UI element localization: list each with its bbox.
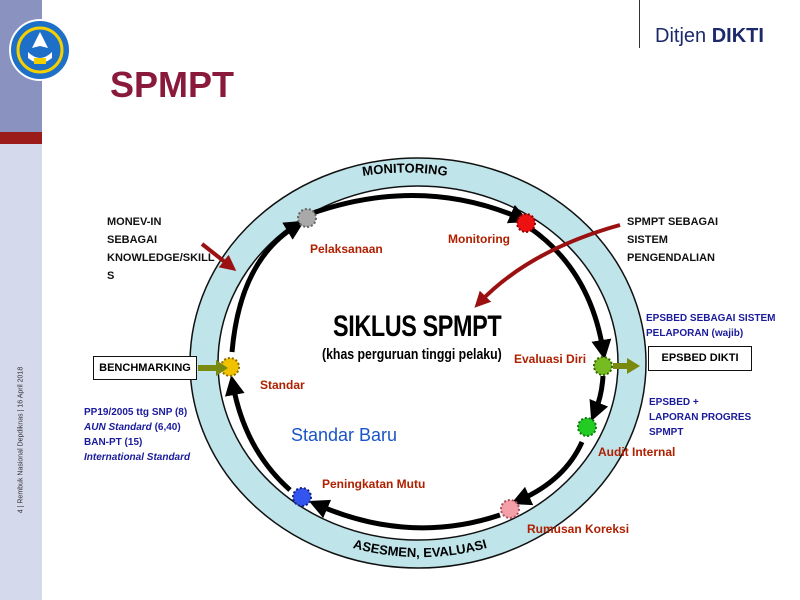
epsbed-dikti-box: EPSBED DIKTI bbox=[648, 346, 752, 371]
cycle-arrow-right-upper bbox=[528, 225, 612, 360]
header-divider bbox=[639, 0, 640, 48]
epsbed-note-line: EPSBED SEBAGAI SISTEM bbox=[646, 313, 776, 324]
node-monitoring bbox=[516, 213, 536, 233]
brand-name: DIKTI bbox=[711, 25, 764, 47]
node-audit-internal bbox=[577, 417, 597, 437]
epsbed-laporan-note: EPSBED + LAPORAN PROGRES SPMPT bbox=[649, 395, 751, 440]
benchmarking-box: BENCHMARKING bbox=[93, 356, 197, 380]
label-pelaksanaan: Pelaksanaan bbox=[310, 242, 383, 256]
center-subtitle: (khas perguruan tinggi pelaku) bbox=[322, 346, 502, 363]
center-title: SIKLUS SPMPT bbox=[333, 310, 502, 343]
label-evaluasi-diri: Evaluasi Diri bbox=[514, 352, 587, 366]
node-evaluasi-diri bbox=[593, 356, 613, 376]
cycle-arrow-bottom bbox=[308, 499, 501, 531]
label-audit-internal: Audit Internal bbox=[598, 445, 676, 459]
standard-aun-em: AUN Standard bbox=[84, 422, 152, 433]
spmpt-note-line: SISTEM bbox=[627, 234, 668, 246]
monev-in-line: MONEV-IN bbox=[107, 216, 162, 228]
brand-wordmark: Ditjen DIKTI bbox=[655, 25, 764, 48]
node-peningkatan-mutu bbox=[292, 487, 312, 507]
monev-in-note: MONEV-IN SEBAGAI KNOWLEDGE/SKILL S bbox=[107, 213, 215, 285]
monev-in-line: SEBAGAI bbox=[107, 234, 158, 246]
arrow-benchmarking-head bbox=[216, 360, 228, 376]
sidebar-red-band bbox=[0, 132, 42, 144]
cycle-arrow-bottom-right bbox=[510, 440, 585, 506]
standard-international: International Standard bbox=[84, 452, 191, 463]
label-peningkatan-mutu: Peningkatan Mutu bbox=[322, 477, 426, 491]
monev-in-line: S bbox=[107, 270, 115, 282]
standard-aun: AUN Standard (6,40) bbox=[84, 420, 190, 435]
epsbed-note-line: EPSBED + bbox=[649, 397, 699, 408]
monev-in-line: KNOWLEDGE/SKILL bbox=[107, 252, 215, 264]
standard-pp19: PP19/2005 ttg SNP (8) bbox=[84, 407, 188, 418]
label-monitoring: Monitoring bbox=[448, 232, 510, 246]
epsbed-note-line: LAPORAN PROGRES bbox=[649, 412, 752, 423]
center-note: Standar Baru bbox=[291, 425, 398, 445]
brand-prefix: Ditjen bbox=[655, 25, 707, 47]
epsbed-pelaporan-note: EPSBED SEBAGAI SISTEM PELAPORAN (wajib) bbox=[646, 311, 775, 341]
epsbed-note-line: PELAPORAN (wajib) bbox=[646, 328, 744, 339]
cycle-arrow-right-lower bbox=[589, 375, 609, 422]
node-rumusan-koreksi bbox=[500, 499, 520, 519]
arrow-epsbed-head bbox=[627, 358, 640, 374]
spmpt-note-line: PENGENDALIAN bbox=[627, 252, 716, 264]
spmpt-pengendalian-note: SPMPT SEBAGAI SISTEM PENGENDALIAN bbox=[627, 213, 718, 267]
cycle-arrow-top bbox=[309, 192, 530, 224]
standard-aun-count: (6,40) bbox=[154, 422, 181, 433]
page-title: SPMPT bbox=[110, 64, 235, 105]
tut-wuri-handayani-logo bbox=[9, 19, 71, 81]
cycle-arrow-left-lower bbox=[224, 375, 292, 492]
standard-banpt: BAN-PT (15) bbox=[84, 437, 143, 448]
arrow-spmpt-pengendalian bbox=[474, 223, 621, 308]
spmpt-note-line: SPMPT SEBAGAI bbox=[627, 216, 719, 228]
arrow-monev-in bbox=[200, 242, 237, 271]
cycle-arrow-left-upper bbox=[229, 220, 305, 353]
label-standar: Standar bbox=[260, 378, 305, 392]
standards-list: PP19/2005 ttg SNP (8) AUN Standard (6,40… bbox=[84, 405, 190, 465]
node-pelaksanaan bbox=[297, 208, 317, 228]
label-rumusan-koreksi: Rumusan Koreksi bbox=[527, 522, 630, 536]
epsbed-note-line: SPMPT bbox=[649, 427, 684, 438]
